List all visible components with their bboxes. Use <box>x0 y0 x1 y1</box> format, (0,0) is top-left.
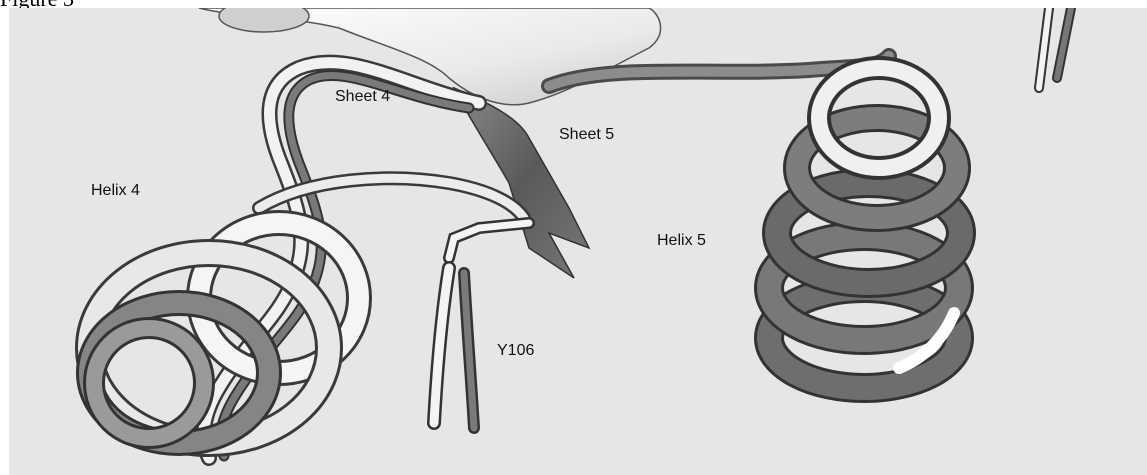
label-y106: Y106 <box>497 342 534 360</box>
protein-structure-panel: Sheet 4 Sheet 5 Helix 4 Helix 5 Y106 <box>9 8 1147 475</box>
top-knob <box>219 8 309 32</box>
label-helix5: Helix 5 <box>657 232 706 250</box>
label-sheet4: Sheet 4 <box>335 88 390 106</box>
label-sheet5: Sheet 5 <box>559 126 614 144</box>
ribbon-illustration <box>9 8 1147 475</box>
helix5-ribbon <box>769 68 961 388</box>
top-right-sticks <box>1039 8 1071 88</box>
label-helix4: Helix 4 <box>91 182 140 200</box>
y106-sidechain <box>434 223 529 428</box>
